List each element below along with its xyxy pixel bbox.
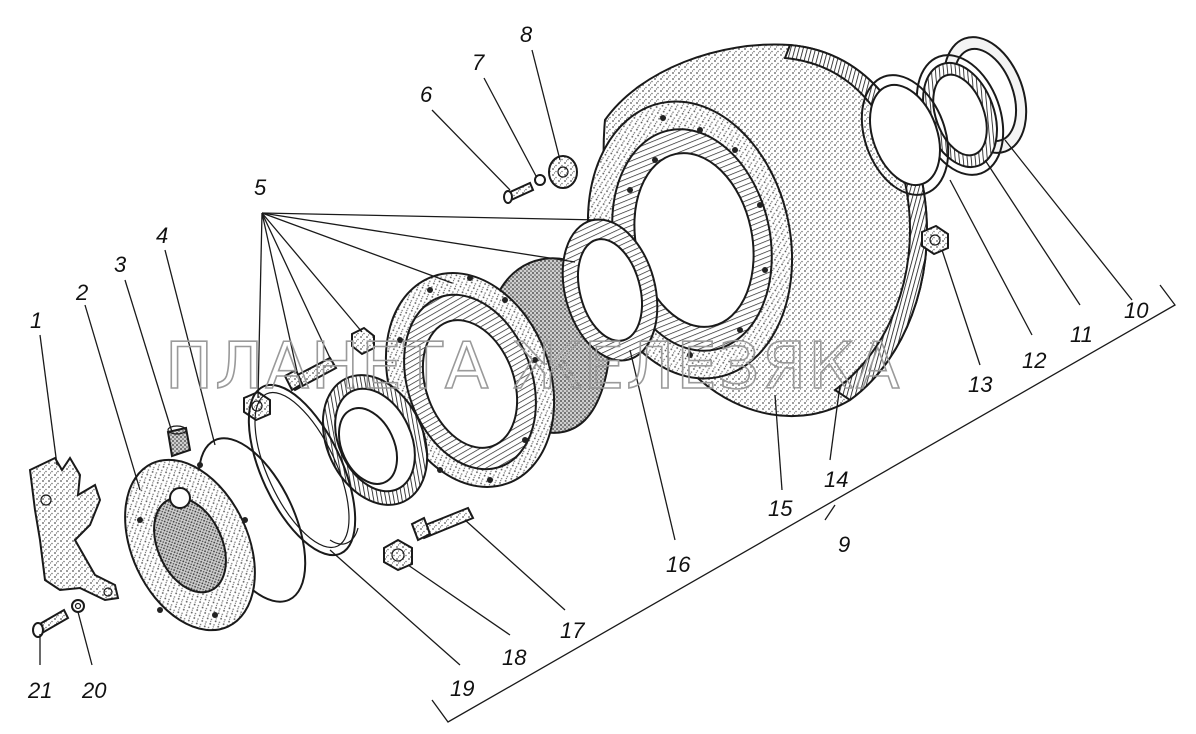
- leader-lines: [39, 49, 1176, 723]
- callout-13: 13: [968, 372, 993, 397]
- callout-19: 19: [450, 676, 474, 701]
- rear-seal-and-bearing: [860, 36, 1028, 196]
- bracket-1: [28, 456, 120, 602]
- callout-20: 20: [81, 678, 107, 703]
- bolt-21: [32, 608, 70, 638]
- callout-5: 5: [254, 175, 267, 200]
- callout-16: 16: [666, 552, 691, 577]
- front-bearing: [321, 374, 429, 506]
- callout-17: 17: [560, 618, 585, 643]
- plate-8: [548, 155, 578, 189]
- callout-11: 11: [1070, 322, 1093, 347]
- nut-13: [921, 224, 949, 256]
- hub-cover-2: [124, 458, 256, 632]
- callout-2: 2: [75, 280, 88, 305]
- watermark-text: ПЛАНЕТА ЖЕЛЕЗЯКА: [165, 330, 901, 404]
- wheel-hub: [384, 218, 659, 488]
- callout-21: 21: [27, 678, 52, 703]
- callout-18: 18: [502, 645, 527, 670]
- callout-8: 8: [520, 22, 533, 47]
- nut-18: [383, 538, 413, 572]
- callout-10: 10: [1124, 298, 1149, 323]
- bolt-6: [503, 181, 535, 204]
- callout-6: 6: [420, 82, 433, 107]
- callout-7: 7: [472, 50, 485, 75]
- callout-15: 15: [768, 496, 793, 521]
- callout-3: 3: [114, 252, 127, 277]
- snap-ring-19: [247, 383, 359, 557]
- washer-20: [71, 599, 85, 613]
- cap-3: [166, 425, 192, 458]
- stud-17: [410, 506, 475, 542]
- callout-14: 14: [824, 467, 848, 492]
- washer-7: [534, 174, 546, 186]
- nut-5b: [351, 326, 375, 356]
- callout-12: 12: [1022, 348, 1046, 373]
- callout-labels: 1 2 3 4 5 6 7 8 9 10 11 12 13 14 15 16 1…: [27, 22, 1149, 703]
- callout-9: 9: [838, 532, 850, 557]
- callout-1: 1: [30, 308, 42, 333]
- callout-4: 4: [156, 223, 168, 248]
